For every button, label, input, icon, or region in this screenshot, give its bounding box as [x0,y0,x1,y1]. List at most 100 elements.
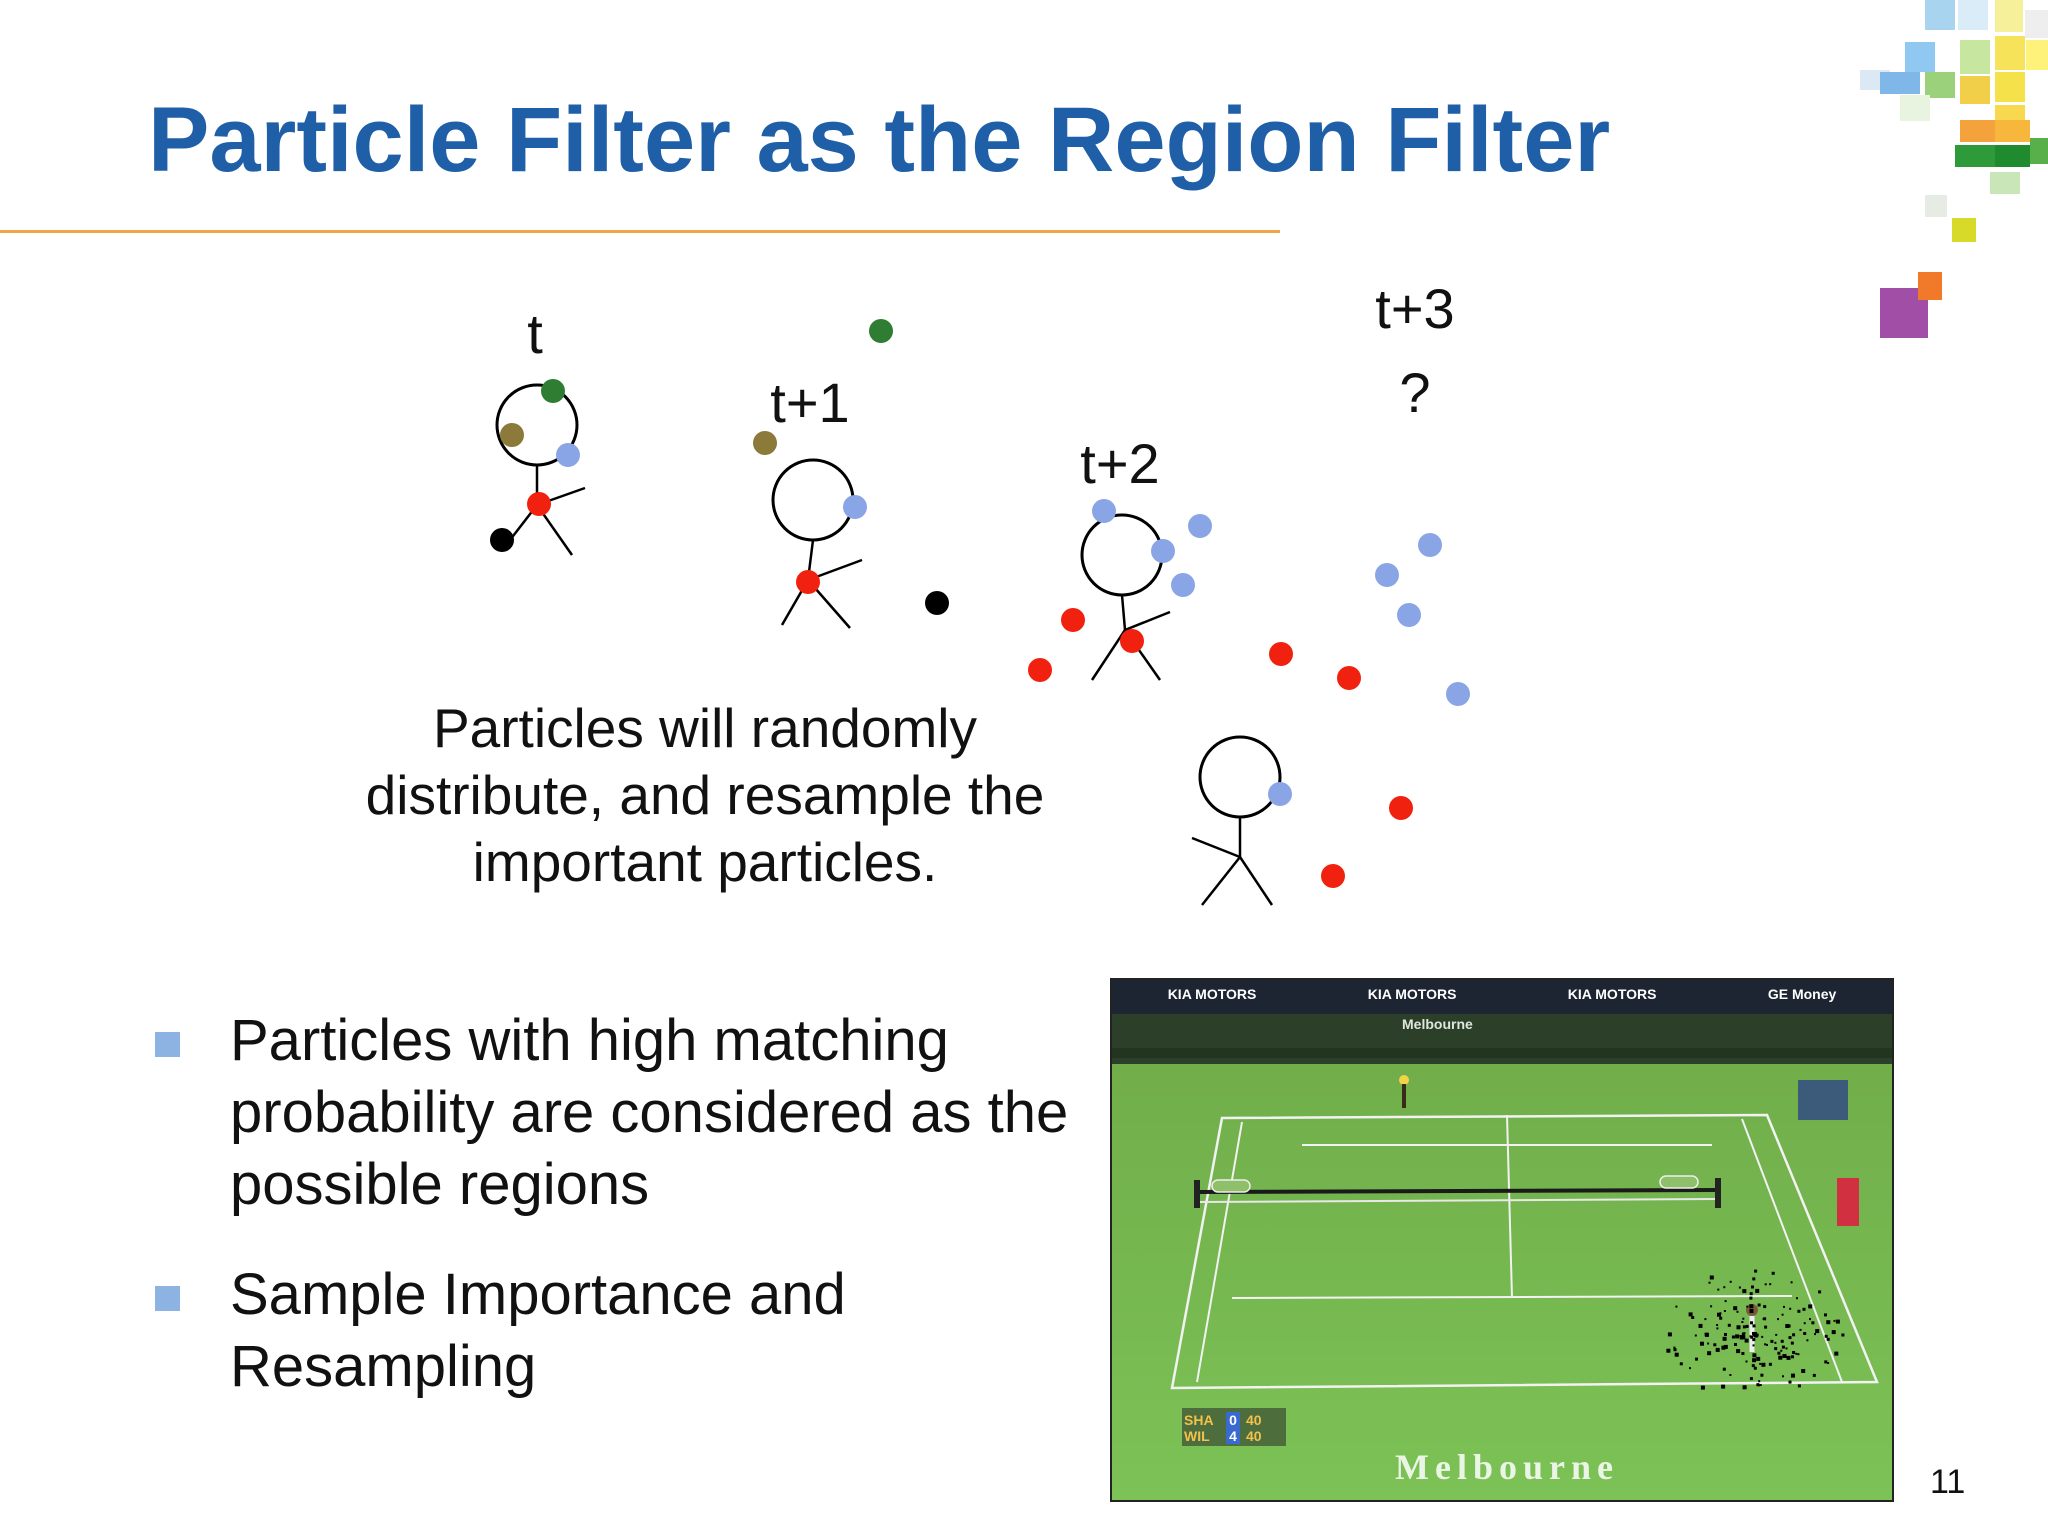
video-particle [1719,1312,1722,1315]
video-particle [1796,1297,1798,1300]
video-particle [1827,1362,1830,1364]
bullet-text: Sample Importance and Resampling [230,1262,846,1399]
mosaic-tile [1925,0,1955,30]
video-particle [1770,1339,1774,1343]
particle-blue [1268,782,1292,806]
video-particle [1803,1332,1807,1335]
particle-blue [1151,539,1175,563]
particle-olive [753,431,777,455]
page-number: 11 [1930,1463,1966,1501]
particle-olive [500,423,524,447]
video-particle [1761,1362,1766,1367]
video-particle [1691,1316,1695,1319]
video-particle [1785,1324,1790,1328]
video-particle [1753,1366,1757,1370]
video-particle [1774,1347,1778,1351]
video-particle [1808,1304,1813,1309]
video-particle [1799,1328,1802,1331]
particle-black [925,591,949,615]
video-particle [1791,1355,1794,1359]
stick-figure-t-plus-3 [1191,735,1282,906]
mosaic-tile [1905,42,1935,72]
video-particle [1831,1330,1836,1335]
video-particle [1785,1347,1788,1350]
video-particle [1835,1319,1840,1324]
video-particle [1723,1286,1726,1289]
video-particle [1790,1341,1794,1345]
video-particle [1811,1321,1815,1325]
video-particle [1812,1373,1816,1377]
scoreboard-row: WIL 4 40 [1184,1428,1262,1444]
mosaic-tile [1925,72,1955,98]
video-particle [1741,1352,1745,1355]
video-particle [1759,1384,1762,1386]
video-particle [1817,1329,1820,1332]
mosaic-tile [1880,72,1920,94]
time-label-t-plus-1: t+1 [770,371,849,434]
particle-blue [1397,603,1421,627]
video-particle [1789,1307,1792,1310]
mosaic-tile [2026,40,2048,70]
video-particle [1749,1335,1752,1338]
video-particle [1797,1309,1801,1313]
video-particle [1751,1364,1755,1368]
video-particle [1826,1337,1830,1341]
bullet-item: Particles with high matching probability… [150,1005,1070,1221]
video-particle [1749,1309,1754,1313]
video-particle [1721,1345,1726,1350]
mosaic-tile [1995,145,2030,167]
video-particle [1826,1320,1831,1325]
video-particle [1745,1360,1748,1363]
video-particle [1713,1343,1717,1347]
video-particle [1700,1385,1705,1390]
video-particle [1733,1306,1738,1311]
video-particle [1824,1360,1828,1364]
video-particle [1824,1313,1827,1317]
mosaic-tile [1918,272,1942,300]
video-particle [1722,1336,1727,1341]
video-particle [1707,1342,1710,1345]
stick-figure-t-plus-1 [771,458,863,629]
video-particle [1790,1281,1793,1284]
mosaic-tile [1995,105,2025,120]
video-particle [1777,1351,1781,1355]
video-particle [1755,1288,1760,1293]
mosaic-tile [1958,0,1988,30]
video-particle [1754,1269,1758,1273]
video-particle [1768,1362,1772,1366]
video-particle [1717,1288,1720,1291]
video-particle [1834,1351,1839,1356]
player-points: 40 [1246,1412,1262,1428]
video-particle [1763,1305,1767,1309]
square-bullet-icon [155,1286,180,1311]
particle-black [490,528,514,552]
particle-red [1337,666,1361,690]
video-particle [1742,1317,1745,1320]
particles [490,319,1470,888]
tennis-court-illustration [1112,980,1892,1500]
video-particle [1673,1348,1677,1352]
particle-blue [1188,514,1212,538]
mosaic-tile [1995,120,2030,142]
video-particle [1674,1352,1679,1357]
mosaic-tile [1960,76,1990,104]
video-particle [1778,1355,1783,1360]
video-particle [1795,1352,1798,1355]
player-sets: 4 [1226,1428,1240,1444]
video-particle [1764,1283,1767,1286]
video-particle [1716,1324,1719,1326]
video-particle [1746,1305,1749,1308]
video-particle [1774,1341,1777,1344]
slide-title: Particle Filter as the Region Filter [148,89,1611,191]
mosaic-tile [1955,145,1995,167]
video-particle [1780,1339,1784,1343]
video-particle [1777,1318,1779,1321]
video-particle [1736,1349,1741,1354]
video-particle [1742,1289,1747,1294]
video-particle [1818,1290,1822,1294]
video-particle [1734,1343,1737,1346]
mosaic-tile [1925,195,1947,217]
video-particle [1757,1303,1761,1307]
scoreboard-row: SHA 0 40 [1184,1412,1262,1428]
